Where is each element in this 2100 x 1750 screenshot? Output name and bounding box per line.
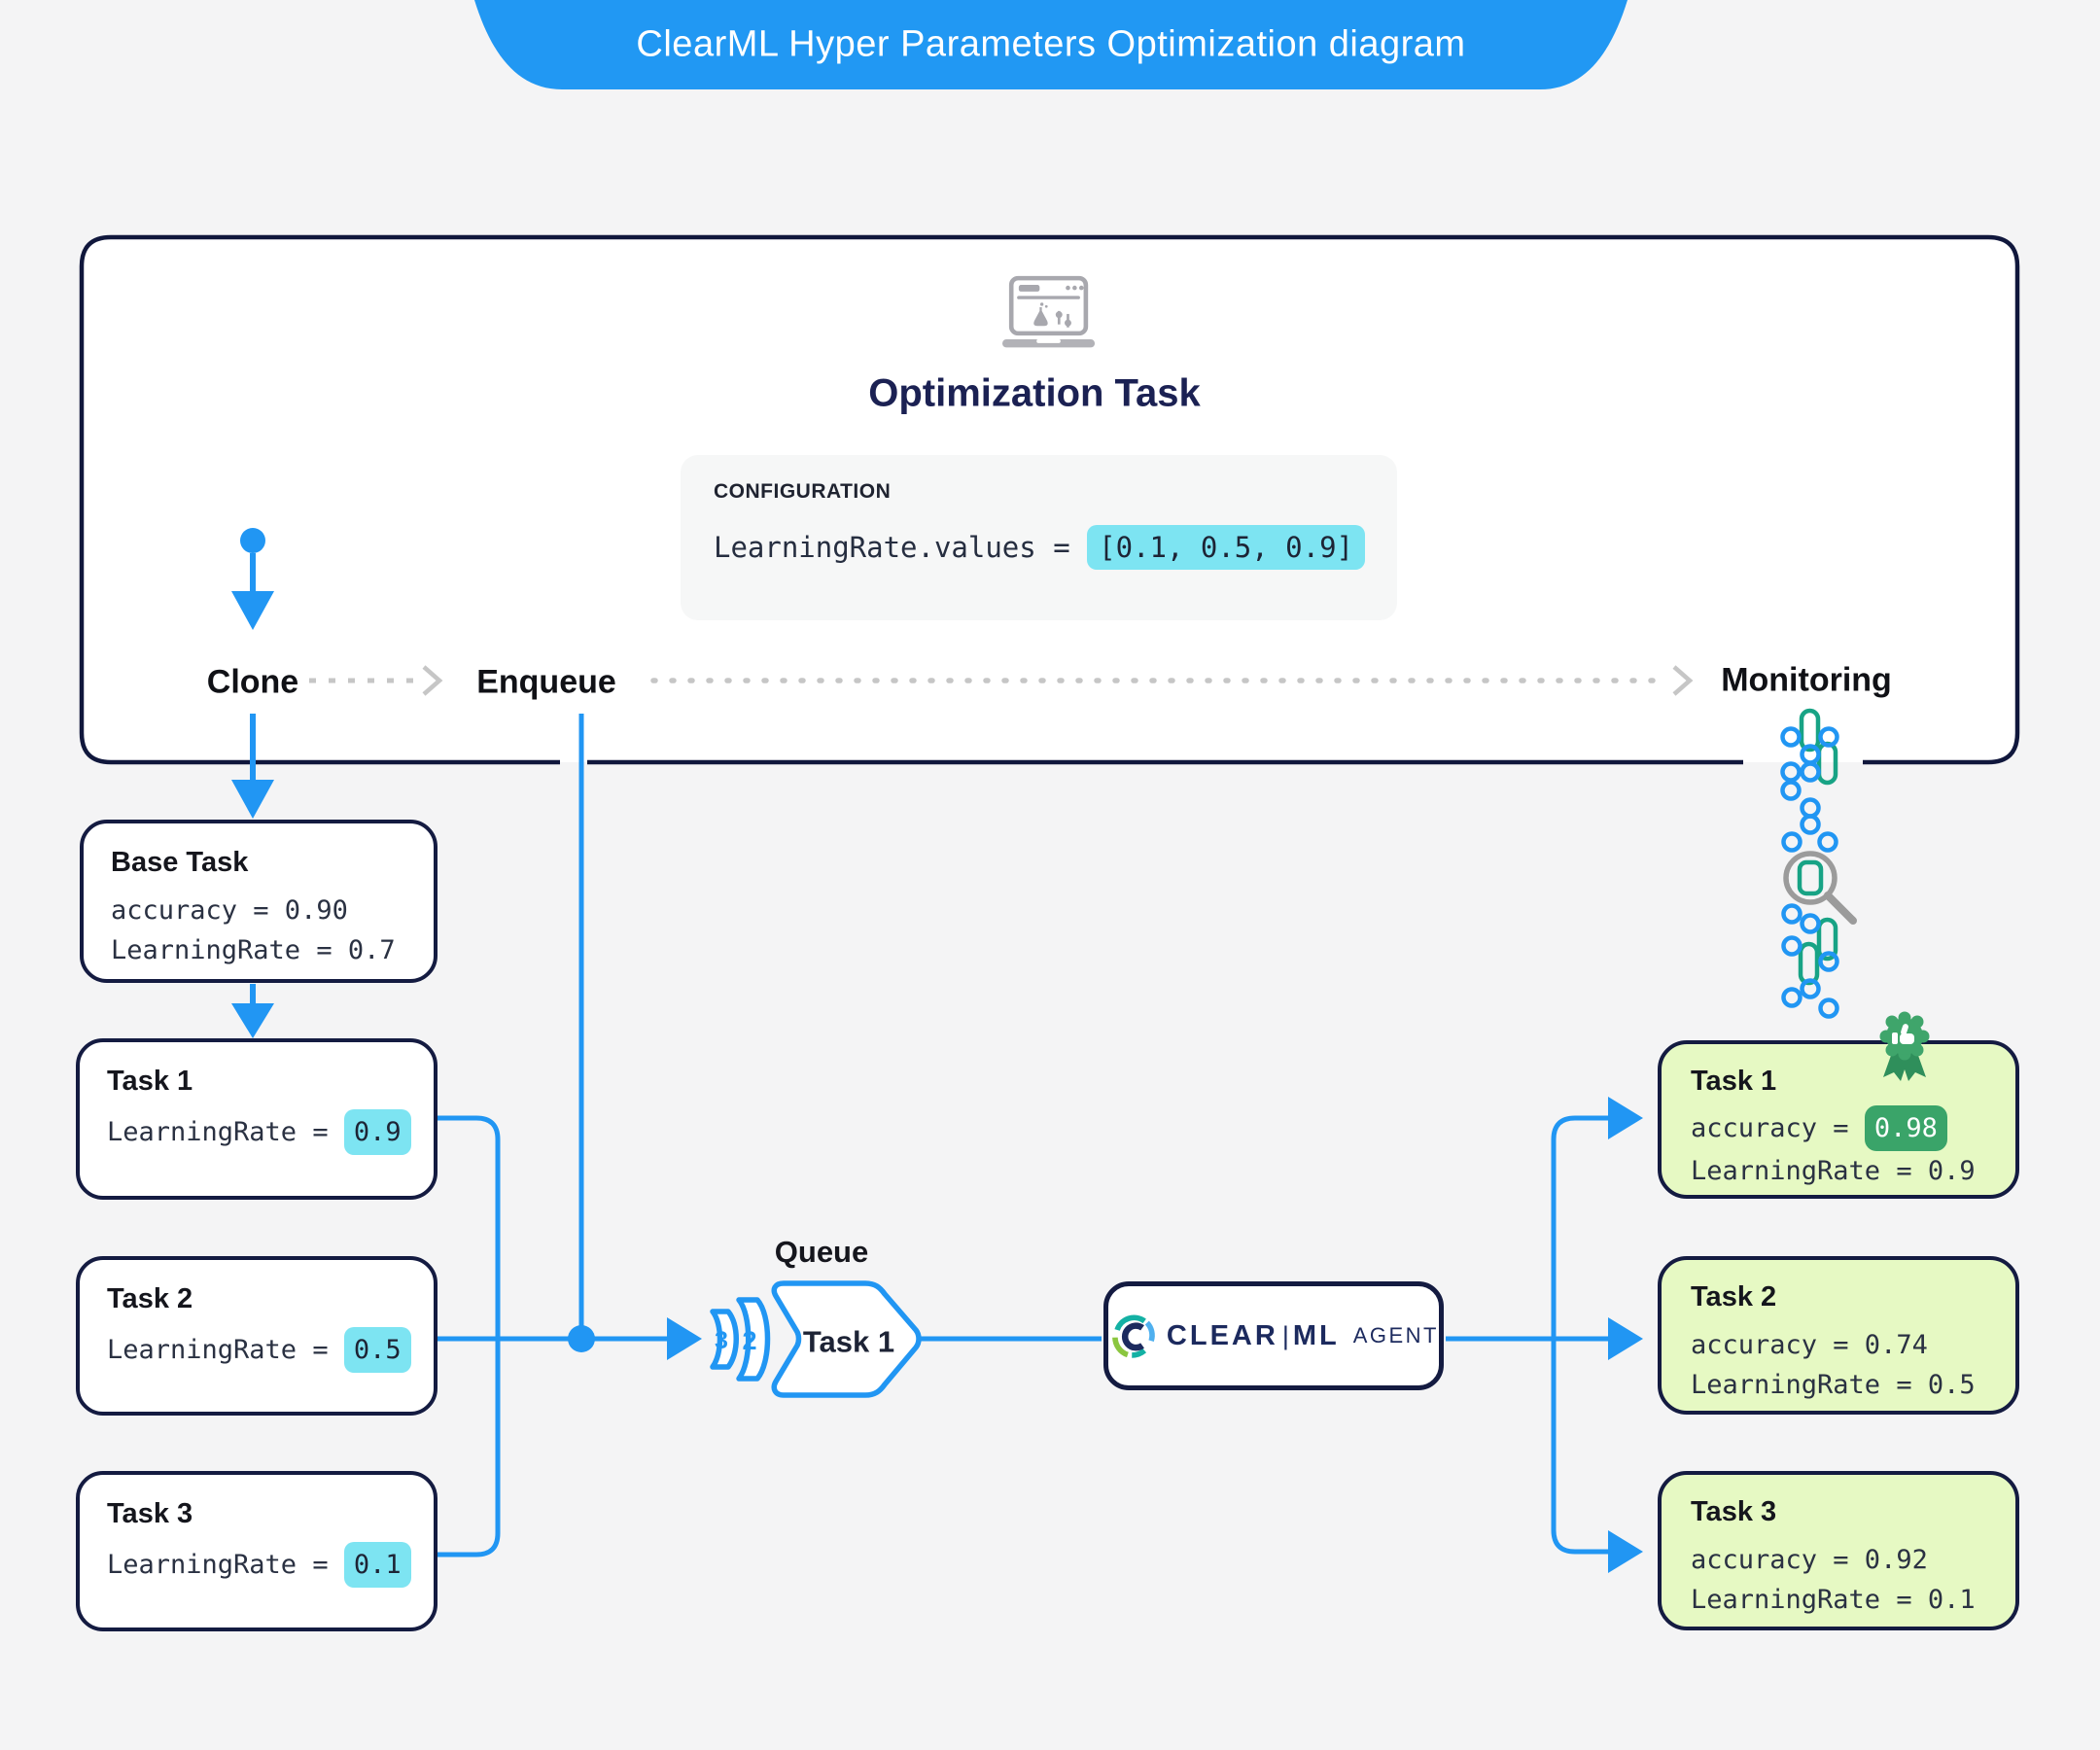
- magnifier-icon: [1783, 851, 1857, 925]
- result-task-1-title: Task 1: [1691, 1066, 1777, 1097]
- task-2-title: Task 2: [107, 1283, 193, 1314]
- result-task-2-box: Task 2 accuracy = 0.74 LearningRate = 0.…: [1658, 1256, 2019, 1415]
- queue-stack: [710, 1280, 922, 1398]
- queue-head-shape: [771, 1280, 922, 1398]
- task-1-learning-rate: LearningRate = 0.9: [107, 1109, 411, 1155]
- result-task-1-accuracy: accuracy = 0.98: [1691, 1105, 1986, 1151]
- base-task-box: Base Task accuracy = 0.90 LearningRate =…: [80, 820, 438, 983]
- award-ribbon-icon: [1879, 1011, 1930, 1081]
- task-3-box: Task 3 LearningRate = 0.1: [76, 1471, 438, 1631]
- flow-label-clone: Clone: [206, 663, 299, 701]
- monitoring-trail: [1780, 708, 1857, 1019]
- queue-item-2: [736, 1297, 771, 1382]
- result-task-1-learning-rate: LearningRate = 0.9: [1691, 1156, 1976, 1186]
- flow-label-monitoring: Monitoring: [1721, 661, 1892, 699]
- thumbs-up-icon: [1892, 1024, 1914, 1044]
- base-task-to-task1-arrow: [231, 984, 274, 1038]
- queue-pos2-label: 2: [742, 1326, 756, 1355]
- banner-title: ClearML Hyper Parameters Optimization di…: [636, 23, 1466, 65]
- clearml-agent-box: CLEAR|ML AGENT: [1103, 1281, 1444, 1390]
- base-task-title: Base Task: [111, 847, 249, 878]
- configuration-code-prefix: LearningRate.values =: [714, 531, 1088, 564]
- result-task-2-accuracy: accuracy = 0.74: [1691, 1330, 1928, 1360]
- queue-pos3-label: 3: [715, 1327, 728, 1354]
- task-1-box: Task 1 LearningRate = 0.9: [76, 1038, 438, 1200]
- task-merge-lines: [438, 1115, 669, 1558]
- result-task-3-title: Task 3: [1691, 1496, 1777, 1527]
- laptop-experiment-icon: [1002, 275, 1096, 348]
- optimization-task-title: Optimization Task: [868, 371, 1201, 415]
- task-3-learning-rate: LearningRate = 0.1: [107, 1542, 411, 1588]
- task-2-box: Task 2 LearningRate = 0.5: [76, 1256, 438, 1416]
- flow-label-enqueue: Enqueue: [476, 663, 616, 701]
- queue-label: Queue: [774, 1235, 869, 1269]
- task-1-title: Task 1: [107, 1066, 193, 1097]
- task-2-learning-rate: LearningRate = 0.5: [107, 1327, 411, 1373]
- clearml-logo-icon: [1112, 1314, 1155, 1358]
- banner: [474, 0, 1628, 89]
- result-task-3-box: Task 3 accuracy = 0.92 LearningRate = 0.…: [1658, 1471, 2019, 1630]
- result-task-2-learning-rate: LearningRate = 0.5: [1691, 1370, 1976, 1400]
- configuration-panel: CONFIGURATION LearningRate.values = [0.1…: [681, 455, 1397, 620]
- task-1-lr-highlight: 0.9: [343, 1109, 411, 1155]
- task-3-title: Task 3: [107, 1498, 193, 1529]
- clone-to-base-task-arrow: [231, 714, 274, 819]
- result-task-1-box: Task 1 accuracy = 0.98 LearningRate = 0.…: [1658, 1040, 2019, 1199]
- dashed-arrow-enqueue-to-monitoring: [650, 665, 1694, 696]
- result-task-3-accuracy: accuracy = 0.92: [1691, 1545, 1928, 1575]
- clone-start-arrow: [231, 528, 274, 630]
- clearml-agent-wordmark: CLEAR|ML AGENT: [1166, 1319, 1439, 1351]
- queue-head-label: Task 1: [803, 1325, 894, 1359]
- optimization-task-border: [79, 234, 2020, 765]
- result-task-3-learning-rate: LearningRate = 0.1: [1691, 1585, 1976, 1615]
- enqueue-line: [568, 714, 702, 1360]
- base-task-accuracy: accuracy = 0.90: [111, 895, 348, 926]
- base-task-learning-rate: LearningRate = 0.7: [111, 935, 396, 965]
- configuration-label: CONFIGURATION: [714, 480, 892, 503]
- configuration-code-row: LearningRate.values = [0.1, 0.5, 0.9]: [714, 525, 1366, 570]
- task-2-lr-highlight: 0.5: [343, 1327, 411, 1373]
- agent-label: AGENT: [1352, 1323, 1439, 1348]
- queue-item-3: [710, 1309, 739, 1370]
- dashed-arrow-clone-to-enqueue: [309, 665, 443, 696]
- agent-branch-arrows: [1446, 1097, 1643, 1573]
- configuration-values-highlight: [0.1, 0.5, 0.9]: [1087, 525, 1366, 570]
- result-task-1-accuracy-highlight: 0.98: [1864, 1105, 1947, 1151]
- result-task-2-title: Task 2: [1691, 1281, 1777, 1312]
- task-3-lr-highlight: 0.1: [343, 1542, 411, 1588]
